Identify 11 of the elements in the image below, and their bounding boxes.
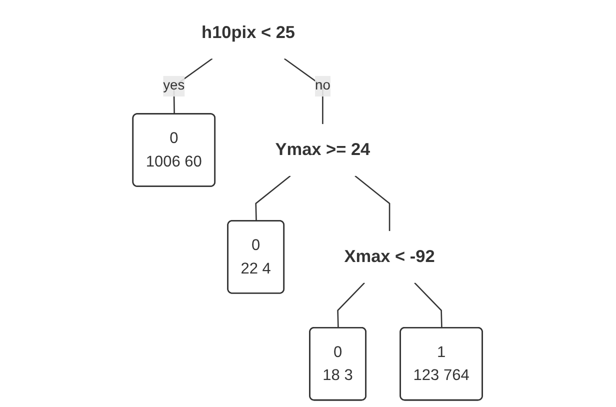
node-text: Ymax >= 24 [276, 140, 371, 160]
connector [256, 175, 292, 222]
edge-label: no [315, 78, 331, 94]
connector [414, 282, 443, 328]
connector [174, 58, 214, 114]
connector [355, 175, 391, 232]
connector [338, 282, 366, 328]
edge-label: yes [164, 78, 186, 94]
node-text: Xmax < -92 [344, 247, 436, 266]
node-text: h10pix < 25 [202, 23, 296, 42]
connector [284, 58, 324, 124]
